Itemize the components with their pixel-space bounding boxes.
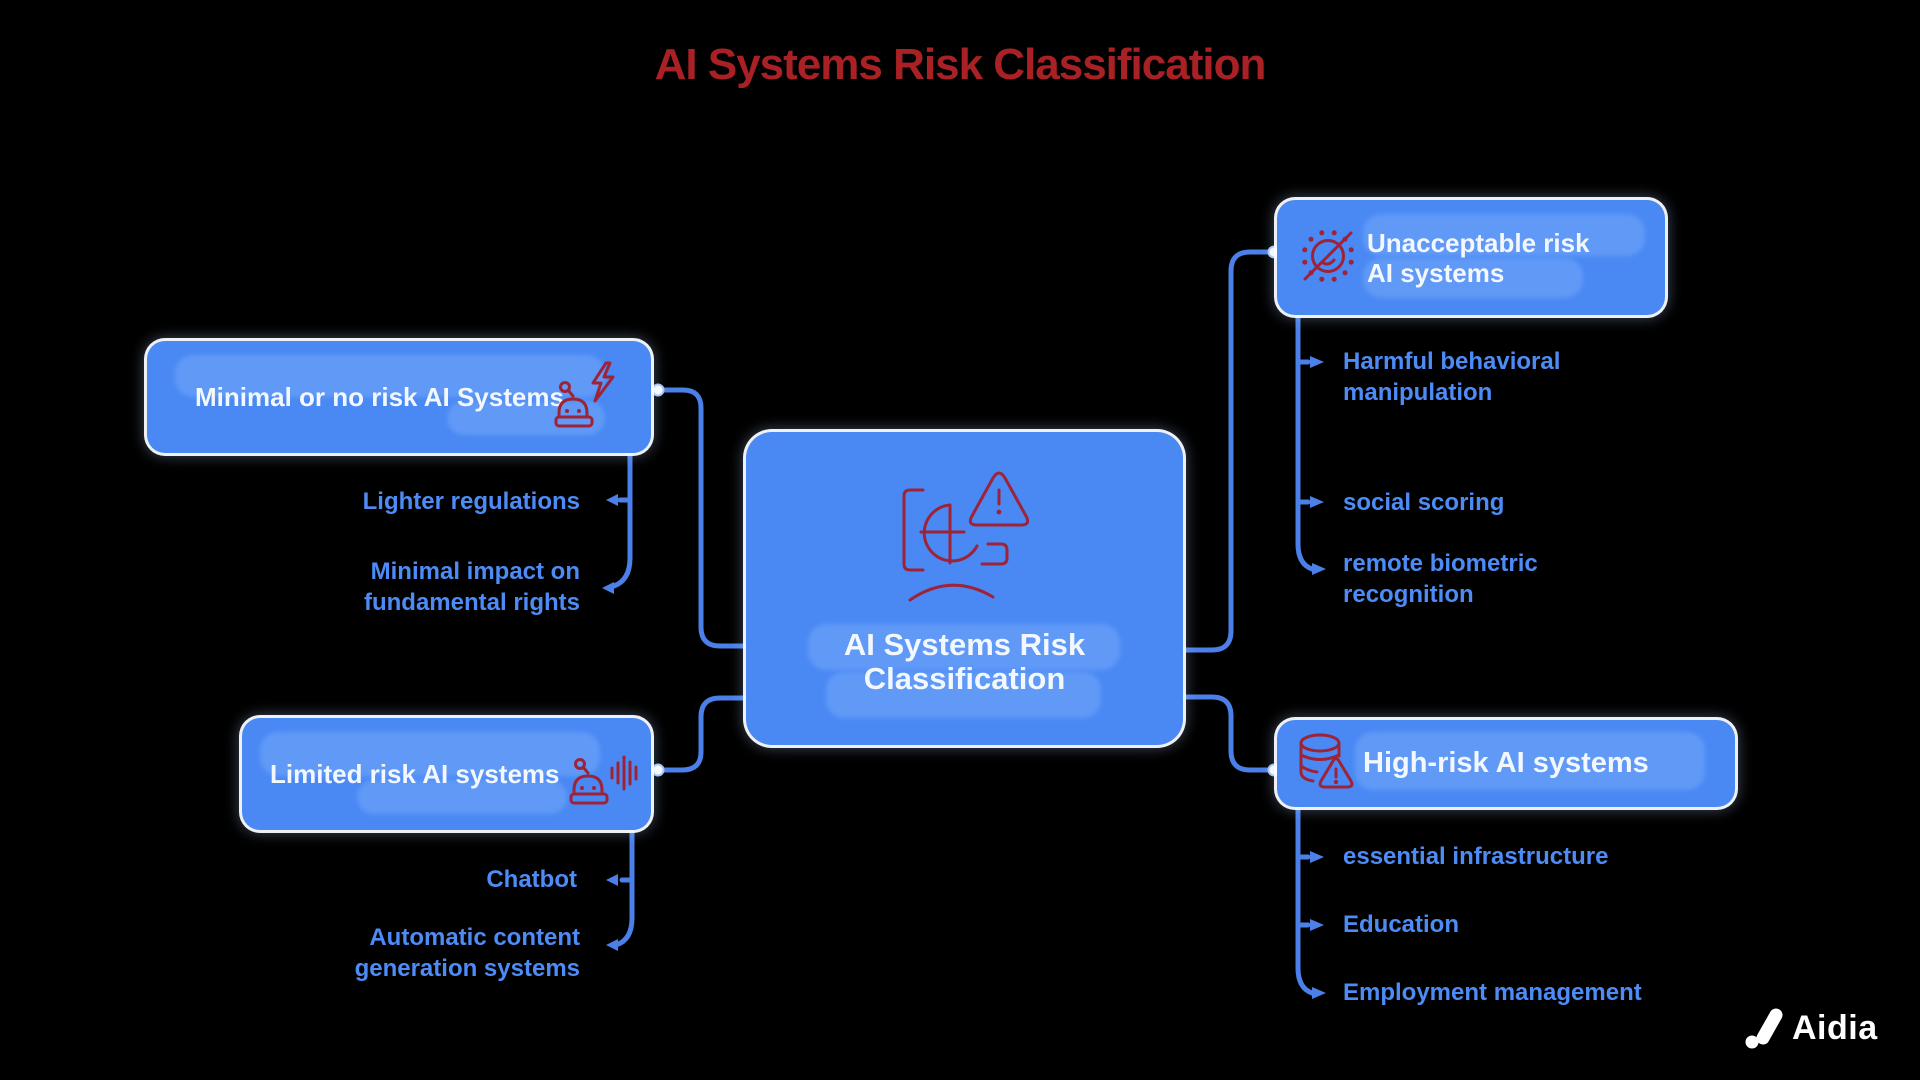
arrowhead (1310, 356, 1324, 368)
minimal-node-label: Minimal or no risk AI Systems (195, 381, 564, 412)
arrowhead (1310, 496, 1324, 508)
list-item-lighter-regulations: Lighter regulations (362, 488, 580, 515)
node-minimal-risk: Minimal or no risk AI Systems (147, 341, 651, 453)
node-central: AI Systems Risk Classification (746, 432, 1183, 745)
page-title: AI Systems Risk Classification (654, 40, 1267, 89)
text-highlight (260, 732, 600, 776)
connector-center-to-highrisk (1180, 694, 1275, 773)
connector-center-to-unacceptable (1180, 249, 1275, 653)
robot-lightning-icon (554, 361, 615, 428)
list-item-automatic-content: Automatic content generation systems (354, 924, 580, 982)
spine-highrisk-children (1295, 804, 1315, 996)
arrowhead (606, 874, 618, 886)
list-item-remote-biometric: remote biometric recognition (1343, 550, 1538, 608)
central-node-label: AI Systems Risk Classification (843, 627, 1086, 696)
text-highlight (808, 624, 1120, 670)
face-scan-warning-icon (902, 471, 1030, 602)
text-highlight (175, 355, 605, 397)
text-highlight (357, 780, 567, 814)
arrowhead (1312, 987, 1326, 999)
text-highlight (1363, 214, 1645, 256)
list-item-education: Education (1343, 911, 1460, 938)
highrisk-node-label: High-risk AI systems (1363, 747, 1649, 779)
brand-logo: Aidia (1744, 1006, 1878, 1050)
spine-unacceptable-children (1295, 312, 1315, 572)
robot-voice-icon (569, 755, 638, 805)
unacceptable-node-label: Unacceptable risk AI systems (1367, 227, 1590, 288)
list-item-essential-infrastructure: essential infrastructure (1343, 843, 1609, 870)
aidia-logo-icon (1745, 1008, 1783, 1049)
list-item-employment-management: Employment management (1343, 979, 1642, 1006)
arrowhead (1310, 919, 1324, 931)
limited-node-label: Limited risk AI systems (270, 758, 560, 789)
connection-dot (651, 763, 665, 777)
arrowhead (606, 939, 618, 951)
connector-limited-to-center (655, 695, 749, 773)
arrowhead (1312, 563, 1326, 575)
arrowhead (1310, 851, 1324, 863)
surveillance-prohibited-icon (1302, 230, 1354, 282)
text-highlight (1363, 258, 1583, 298)
spine-limited-children (613, 827, 635, 948)
spine-minimal-children (611, 450, 633, 589)
connection-dot (651, 383, 665, 397)
text-highlight (826, 672, 1101, 718)
list-item-social-scoring: social scoring (1343, 489, 1505, 516)
list-item-harmful-manipulation: Harmful behavioral manipulation (1343, 348, 1561, 406)
connector-minimal-to-center (655, 387, 749, 649)
text-highlight (1355, 732, 1705, 790)
node-limited-risk: Limited risk AI systems (242, 718, 651, 830)
node-unacceptable-risk: Unacceptable risk AI systems (1277, 200, 1665, 315)
database-warning-icon (1299, 733, 1354, 789)
list-item-chatbot: Chatbot (486, 866, 577, 893)
list-item-minimal-impact: Minimal impact on fundamental rights (363, 558, 580, 616)
brand-name: Aidia (1792, 1008, 1878, 1047)
node-high-risk: High-risk AI systems (1277, 720, 1735, 807)
arrowhead (606, 494, 618, 506)
arrowhead (602, 582, 614, 594)
